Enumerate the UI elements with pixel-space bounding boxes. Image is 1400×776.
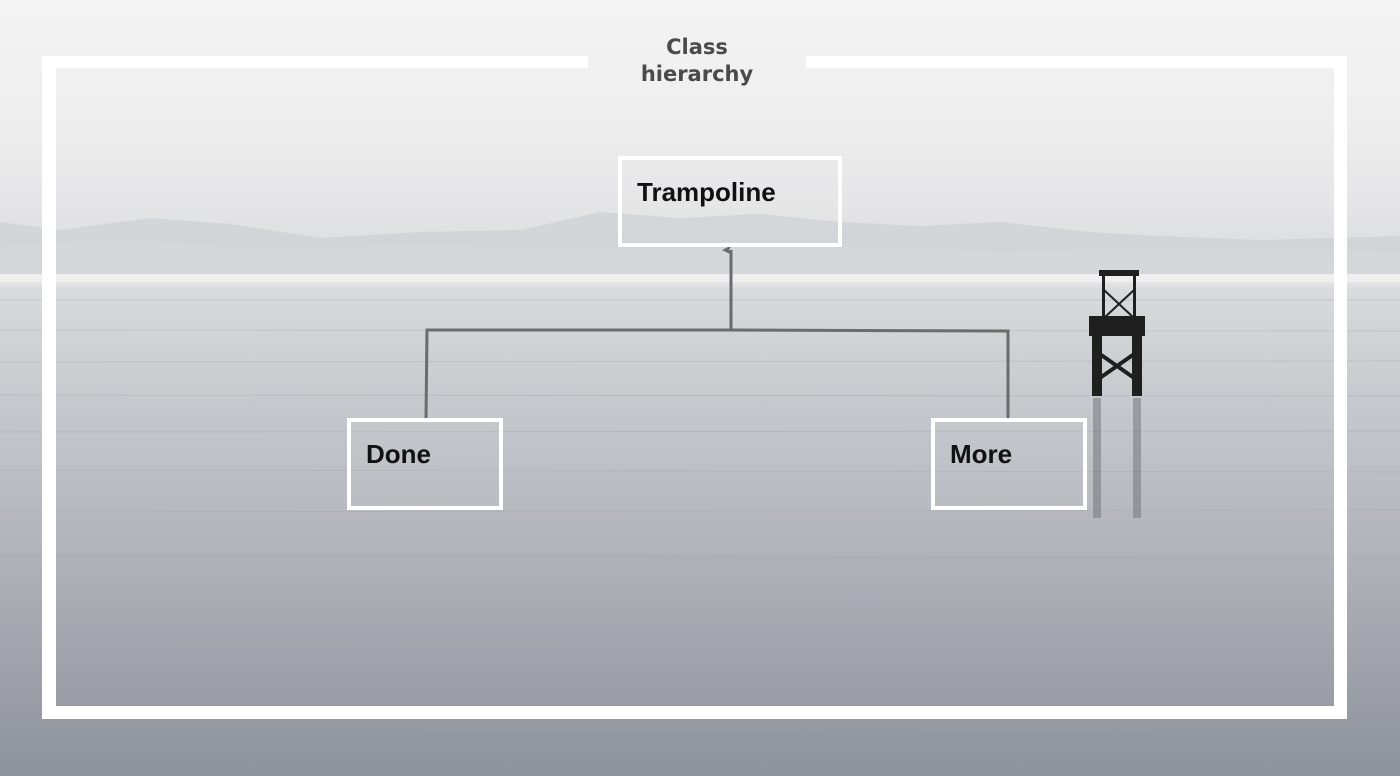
tower-reflection bbox=[1093, 398, 1141, 518]
horizon-glow bbox=[0, 274, 1400, 282]
frame-bottom bbox=[42, 706, 1347, 719]
connector-done bbox=[424, 328, 731, 421]
diagram-title-text: Class hierarchy bbox=[640, 35, 754, 86]
connector-more bbox=[730, 328, 1010, 420]
near-hills bbox=[0, 240, 1400, 278]
node-more-label: More bbox=[950, 439, 1013, 469]
node-done: Done bbox=[347, 418, 503, 510]
node-trampoline: Trampoline bbox=[618, 156, 842, 247]
diagram-title: Class hierarchy bbox=[597, 34, 797, 88]
frame-top-left bbox=[42, 56, 588, 68]
marker-tower bbox=[1089, 270, 1145, 396]
node-trampoline-label: Trampoline bbox=[637, 177, 776, 207]
frame-top-right bbox=[806, 56, 1347, 68]
frame-left bbox=[42, 56, 56, 719]
water-ripples bbox=[0, 299, 1400, 731]
node-more: More bbox=[931, 418, 1087, 510]
frame-right bbox=[1334, 56, 1347, 719]
node-done-label: Done bbox=[366, 439, 431, 469]
